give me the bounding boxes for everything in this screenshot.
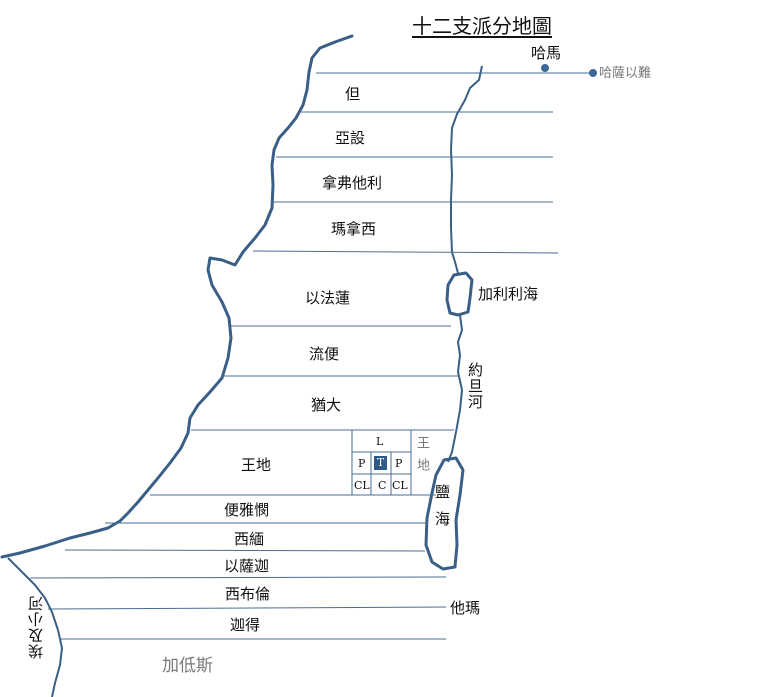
royal-land-east-label: 王地 xyxy=(414,436,429,480)
holy-portion-priests-left: P xyxy=(358,457,366,470)
holy-portion-priests-right: P xyxy=(395,457,403,470)
temple-marker: T xyxy=(374,456,387,470)
tribe-zebulun: 西布倫 xyxy=(225,585,271,603)
tribe-judah: 猶大 xyxy=(311,396,342,414)
tribe-manasseh: 瑪拿西 xyxy=(331,220,377,238)
holy-portion-levites: L xyxy=(376,435,384,448)
holy-portion-city-land-right: CL xyxy=(392,479,408,492)
sea-of-galilee-label: 加利利海 xyxy=(478,285,539,303)
boundary-line xyxy=(47,606,447,610)
tribe-naphtali: 拿弗他利 xyxy=(322,174,383,192)
hamath-dot xyxy=(541,64,549,72)
hazar-enan-label: 哈薩以難 xyxy=(599,66,652,81)
tribe-asher: 亞設 xyxy=(335,129,366,147)
jordan-river-lower xyxy=(447,314,464,463)
hazar-enan-dot xyxy=(589,69,597,77)
dead-sea-label: 鹽海 xyxy=(433,484,451,538)
boundary-line xyxy=(252,250,559,254)
tribe-benjamin: 便雅憫 xyxy=(224,501,270,519)
holy-portion-city-land-left: CL xyxy=(354,479,370,492)
tribe-boundaries xyxy=(29,72,593,640)
boundary-line xyxy=(64,549,426,552)
sea-of-galilee-shape xyxy=(445,271,474,317)
tribe-simeon: 西緬 xyxy=(234,530,265,548)
jordan-river-upper xyxy=(449,65,483,274)
tribe-reuben: 流便 xyxy=(309,345,340,363)
tribe-ephraim: 以法蓮 xyxy=(305,289,351,307)
dead-sea-shape xyxy=(424,456,465,571)
tribe-issachar: 以薩迦 xyxy=(224,557,270,575)
map-title: 十二支派分地圖 xyxy=(412,14,552,38)
royal-land-label: 王地 xyxy=(241,456,272,474)
kadesh-label: 加低斯 xyxy=(162,656,213,676)
mediterranean-coastline xyxy=(0,34,354,559)
brook-of-egypt-label: 埃及小河 xyxy=(27,595,45,659)
holy-portion-city: C xyxy=(378,479,387,492)
tamar-label: 他瑪 xyxy=(450,599,481,617)
boundary-line xyxy=(29,576,447,579)
brook-of-egypt-river xyxy=(7,557,64,697)
tribe-gad: 迦得 xyxy=(230,616,261,634)
hamath-label: 哈馬 xyxy=(531,44,562,62)
holy-portion-grid xyxy=(351,430,412,495)
jordan-river-label: 約旦河 xyxy=(466,362,484,410)
tribe-dan: 但 xyxy=(345,85,361,103)
